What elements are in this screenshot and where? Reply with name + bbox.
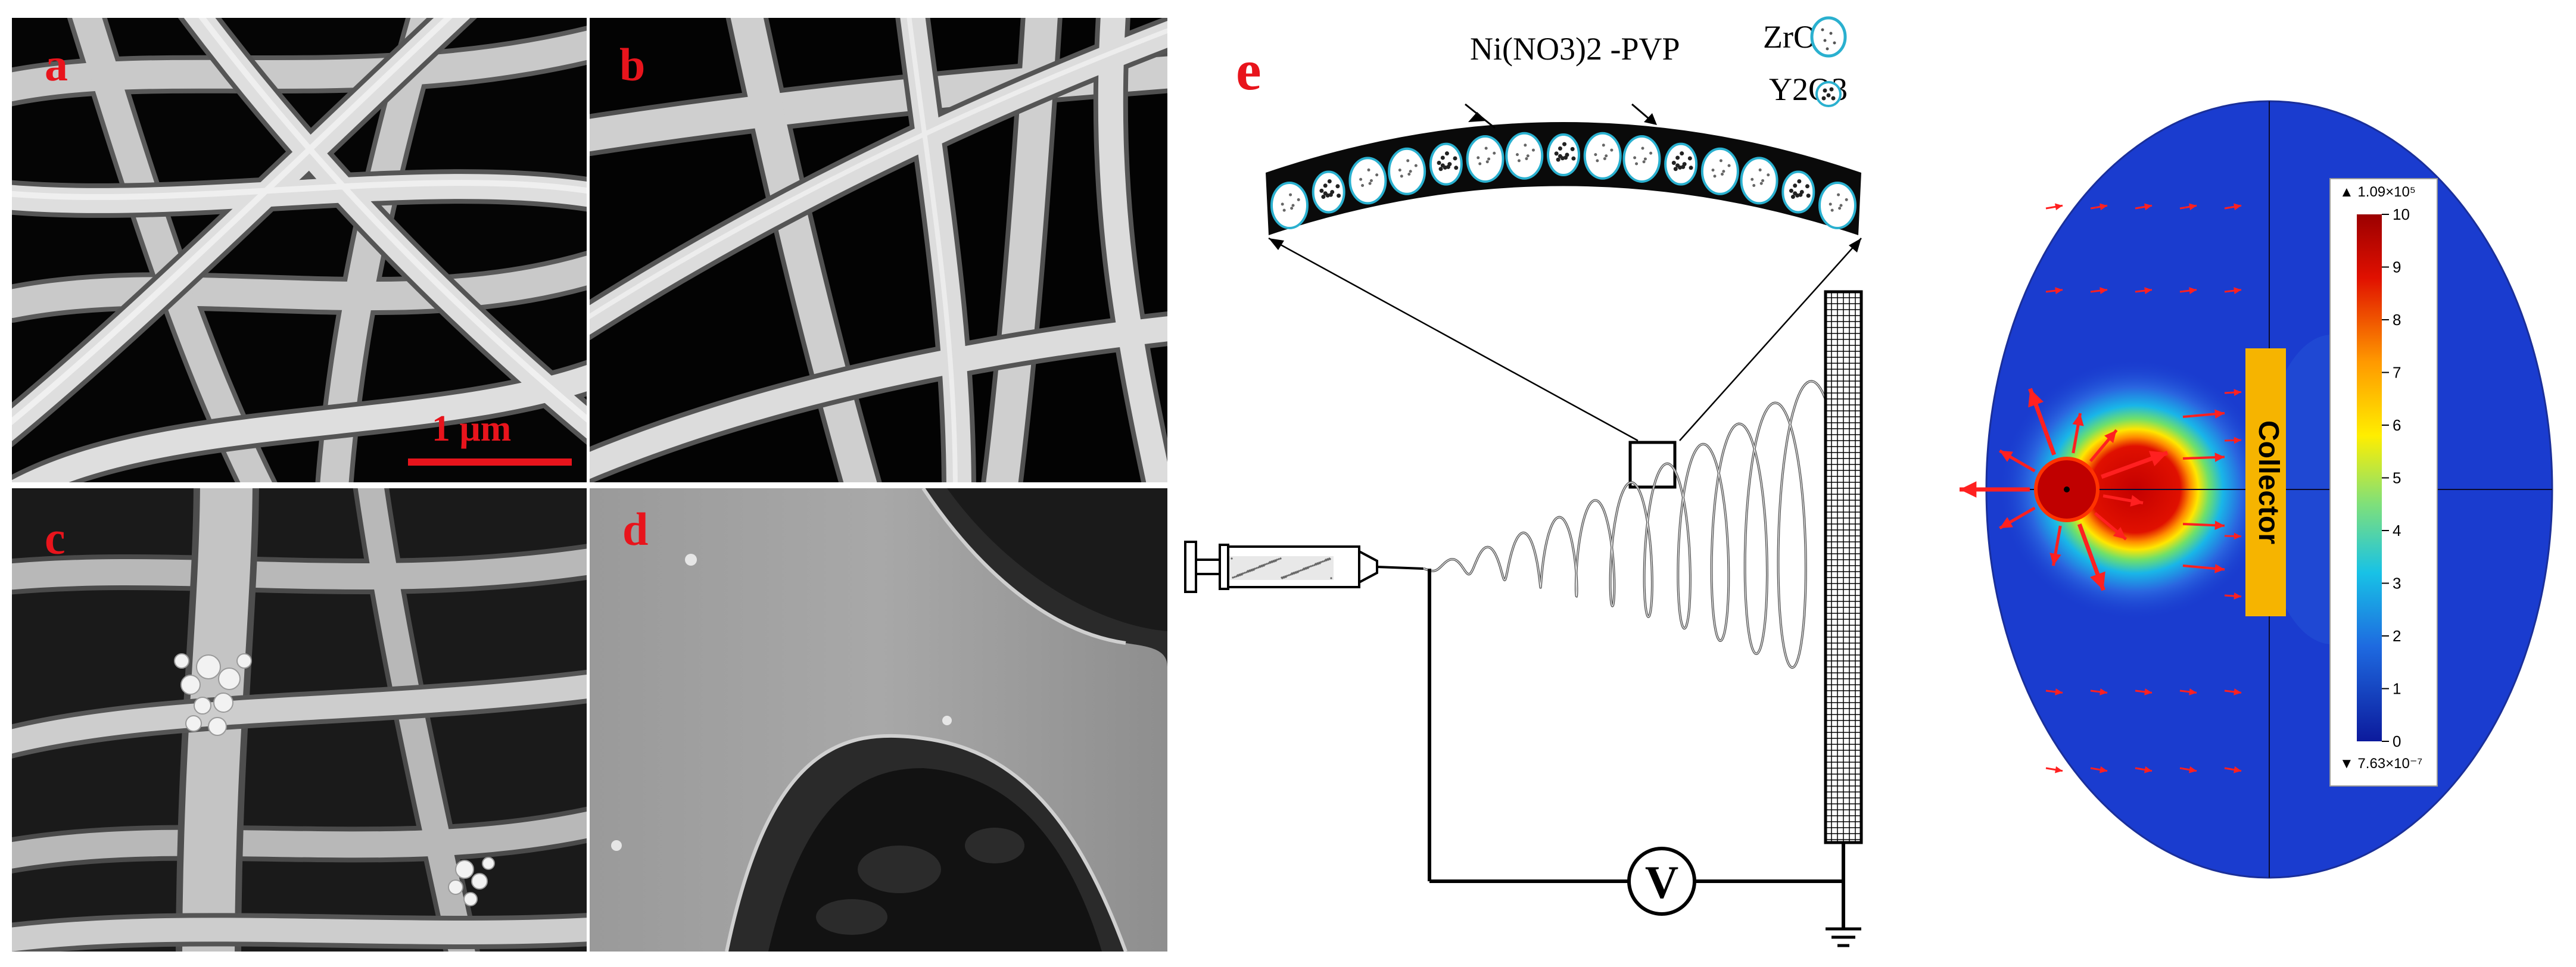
sem-panel-c: c xyxy=(12,488,587,952)
voltmeter: V xyxy=(1627,847,1696,916)
colorbar-tick: 9 xyxy=(2393,258,2401,276)
zro2-particle-icon xyxy=(1583,132,1622,180)
y2o3-particle-icon xyxy=(1312,170,1345,214)
zro2-particle-icon xyxy=(1700,147,1739,195)
fiber-network-a xyxy=(12,18,587,482)
y2o3-particle-icon xyxy=(1664,142,1698,186)
colorbar-min: ▼ 7.63×10⁻⁷ xyxy=(2340,756,2422,772)
zro2-particle-icon xyxy=(1348,157,1387,205)
colorbar-tick: 10 xyxy=(2393,205,2410,223)
panel-label-d: d xyxy=(622,503,649,555)
scale-bar xyxy=(408,458,572,466)
colorbar-tick: 5 xyxy=(2393,469,2401,487)
bonded-fiber-d xyxy=(590,488,1167,952)
high-voltage-circuit xyxy=(1428,569,1845,929)
electrospinning-diagram: Ni(NO3)2 -PVP ZrO2 Y2O3 xyxy=(1184,16,1863,947)
colorbar-tick: 7 xyxy=(2393,364,2401,382)
y2o3-particle-icon xyxy=(1815,81,1842,107)
zro2-particle-icon xyxy=(1622,135,1661,183)
sem-panel-b: b xyxy=(590,18,1167,482)
sem-panel-a: a 1 μm xyxy=(12,18,587,482)
collector-label: Collector xyxy=(2253,420,2284,544)
colorbar-tick: 2 xyxy=(2393,627,2401,645)
fiber-network-c xyxy=(12,488,587,952)
collector-plate xyxy=(1824,290,1863,844)
droplet-source xyxy=(2034,457,2100,522)
y2o3-particle-icon xyxy=(1781,170,1815,214)
panel-label-a: a xyxy=(45,39,68,91)
scale-bar-label: 1 μm xyxy=(432,408,512,449)
colorbar-tick: 1 xyxy=(2393,680,2401,698)
field-arrows xyxy=(1960,203,2242,773)
ground-icon xyxy=(1826,927,1861,947)
colorbar-tick: 3 xyxy=(2393,575,2401,592)
zro2-particle-icon xyxy=(1740,157,1778,205)
zro2-particle-icon xyxy=(1818,182,1857,229)
fiber-network-b xyxy=(590,18,1167,482)
panel-label-e: e xyxy=(1236,38,1261,102)
colorbar-tick: 8 xyxy=(2393,311,2401,329)
panel-label-b: b xyxy=(619,39,646,91)
legend: ZrO2 Y2O3 xyxy=(1763,16,1848,107)
sem-panel-d: d xyxy=(590,488,1167,952)
zro2-particle-icon xyxy=(1810,16,1847,58)
spinning-jet-spiral xyxy=(1424,380,1845,669)
colorbar-tick: 4 xyxy=(2393,522,2401,539)
colorbar-tick: 0 xyxy=(2393,732,2401,750)
panel-label-c: c xyxy=(45,512,66,564)
fiber-material-label: Ni(NO3)2 -PVP xyxy=(1470,31,1680,67)
colorbar-max: ▲ 1.09×10⁵ xyxy=(2340,184,2416,200)
voltmeter-label: V xyxy=(1645,856,1678,908)
zro2-particle-icon xyxy=(1388,147,1426,195)
y2o3-particle-icon xyxy=(1547,133,1580,176)
y2o3-particle-icon xyxy=(1429,142,1463,186)
zro2-particle-icon xyxy=(1505,132,1544,180)
colorbar xyxy=(2357,214,2382,741)
fiber-cross-section xyxy=(1266,122,1861,235)
colorbar-tick: 6 xyxy=(2393,416,2401,434)
field-simulation: Collector ▲ 1.09×10⁵ ▼ 7.63×10⁻⁷ 1098765… xyxy=(1960,100,2553,879)
zro2-particle-icon xyxy=(1466,135,1505,183)
syringe xyxy=(1184,541,1424,593)
collector-electrode: Collector xyxy=(2245,348,2286,616)
zro2-particle-icon xyxy=(1270,182,1309,229)
